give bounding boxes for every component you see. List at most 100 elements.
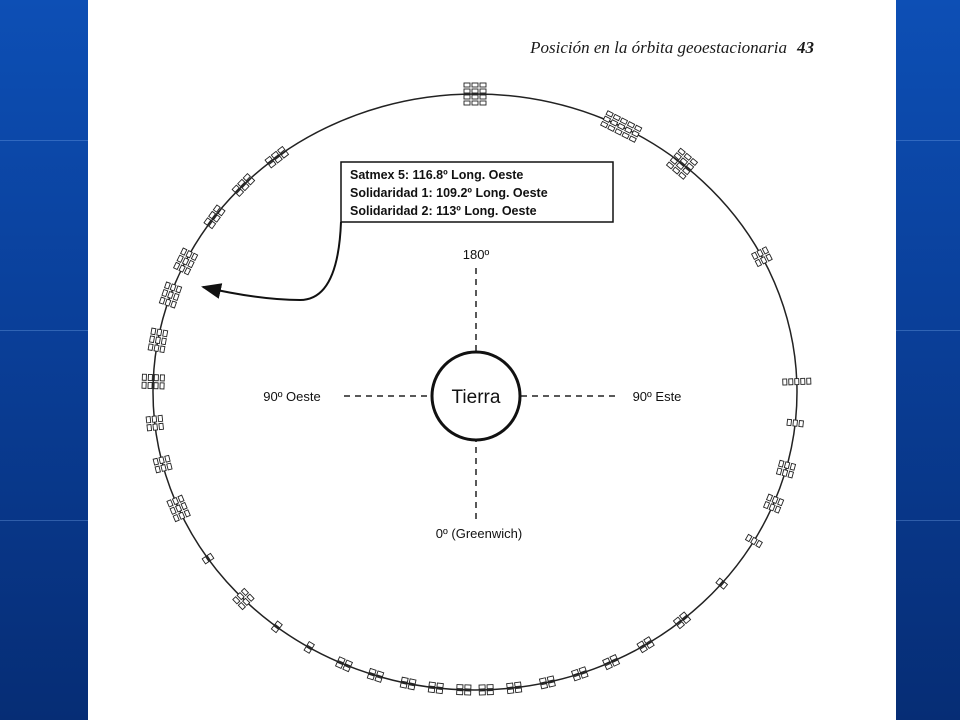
satellite-cluster [145,414,164,432]
satellite-marker [232,596,241,605]
satellite-marker [242,172,251,182]
satellite-marker [201,556,210,565]
satellite-marker [765,253,773,262]
satellite-marker [765,493,774,502]
background-line [0,520,88,521]
axis-label-top: 180º [463,247,490,262]
satellite-marker [206,552,215,562]
satellite-cluster [232,587,255,611]
satellite-marker [183,267,192,276]
slide-background-left [0,0,88,720]
satellite-marker [160,464,167,472]
satellite-marker [400,676,409,683]
satellite-marker [798,420,804,428]
satellite-marker [471,82,479,88]
satellite-marker [237,601,247,611]
satellite-cluster [201,552,215,565]
callout-line: Satmex 5: 116.8º Long. Oeste [350,168,523,182]
background-line [896,520,960,521]
satellite-marker [240,587,250,597]
satellite-marker [274,155,283,164]
satellite-marker [463,100,471,106]
satellite-marker [185,250,193,259]
satellite-cluster [158,281,183,309]
satellite-marker [609,119,619,127]
satellite-marker [719,581,729,590]
satellite-marker [146,424,153,432]
satellite-marker [643,636,652,644]
satellite-marker [170,300,178,309]
satellite-cluster [744,533,763,549]
satellite-marker [792,419,798,427]
satellite-marker [241,182,250,192]
satellite-marker [604,662,613,671]
background-line [0,140,88,141]
satellite-marker [679,157,689,166]
satellite-marker [646,641,655,650]
satellite-marker [408,678,417,685]
satellite-marker [464,690,472,696]
satellite-marker [672,616,682,625]
satellite-marker [161,288,169,298]
satellite-cluster [231,172,256,198]
satellite-marker [246,177,256,186]
satellite-cluster [672,611,692,630]
satellite-cluster [152,454,173,474]
satellite-cluster [570,666,589,682]
satellite-marker [682,615,692,625]
satellite-marker [179,247,188,256]
satellite-cluster [463,82,487,106]
satellite-marker [768,503,776,512]
satellite-marker [631,130,640,138]
satellite-marker [626,121,636,129]
satellite-marker [148,335,156,344]
satellite-marker [578,666,587,674]
callout-line: Solidaridad 2: 113º Long. Oeste [350,204,537,218]
satellite-marker [306,640,315,649]
satellite-marker [633,124,643,133]
satellite-marker [164,298,172,307]
satellite-marker [755,539,763,549]
satellite-marker [212,214,221,223]
background-line [0,330,88,331]
geostationary-orbit [152,93,798,691]
satellite-marker [158,456,165,465]
satellite-marker [781,468,789,477]
satellite-marker [303,646,312,654]
satellite-marker [463,94,471,100]
satellite-marker [187,259,195,269]
satellite-marker [141,381,147,389]
satellite-marker [344,659,354,667]
satellite-cluster [478,684,494,696]
satellite-marker [177,494,185,503]
satellite-marker [235,188,245,198]
satellite-cluster [147,327,169,354]
satellite-marker [334,661,344,669]
satellite-marker [217,207,226,217]
satellite-marker [774,505,782,514]
satellite-marker [342,664,351,673]
satellite-cluster [665,147,699,180]
background-line [896,330,960,331]
satellite-marker [368,667,377,675]
satellite-marker [689,157,699,167]
satellite-marker [540,683,549,690]
satellite-cluster [366,667,385,683]
background-line [896,140,960,141]
satellite-marker [570,668,580,676]
page-header-title: Posición en la órbita geoestacionaria [530,38,787,57]
satellite-marker [147,381,153,390]
satellite-marker [777,498,785,507]
satellite-marker [427,687,436,694]
axis-label-bottom: 0º (Greenwich) [436,526,522,541]
satellite-marker [178,511,186,520]
satellite-cluster [141,373,165,390]
satellite-marker [435,688,444,695]
satellite-marker [236,591,245,601]
satellite-marker [158,422,164,431]
satellite-marker [153,374,159,382]
satellite-marker [756,248,764,258]
satellite-marker [172,513,180,523]
satellite-marker [478,684,486,690]
